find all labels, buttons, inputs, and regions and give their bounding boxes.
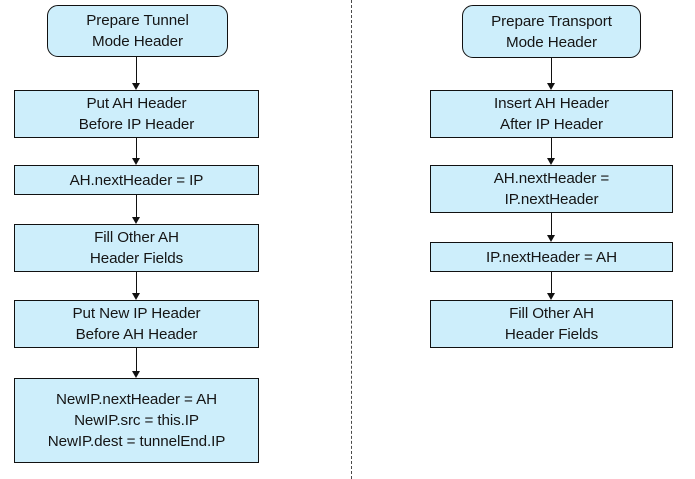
node-tunnel-start: Prepare Tunnel Mode Header	[47, 5, 228, 57]
column-divider	[351, 0, 352, 479]
node-label-tunnel-step-1: Put AH Header Before IP Header	[78, 95, 195, 133]
arrow-tunnel-start-to-step-1	[136, 57, 137, 85]
node-label-tunnel-start: Prepare Tunnel Mode Header	[86, 12, 189, 50]
node-tunnel-step-3: Fill Other AH Header Fields	[14, 224, 259, 272]
node-tunnel-step-1: Put AH Header Before IP Header	[14, 90, 259, 138]
node-label-tunnel-step-3: Fill Other AH Header Fields	[89, 229, 184, 267]
arrow-tunnel-step-1-to-step-2	[136, 138, 137, 160]
arrow-transport-start-to-step-1-head	[547, 83, 555, 90]
node-transport-start: Prepare Transport Mode Header	[462, 5, 641, 58]
node-transport-step-1: Insert AH Header After IP Header	[430, 90, 673, 138]
node-tunnel-step-2: AH.nextHeader = IP	[14, 165, 259, 195]
node-transport-step-3: IP.nextHeader = AH	[430, 242, 673, 272]
arrow-transport-step-2-to-step-3	[551, 213, 552, 237]
arrow-transport-step-3-to-step-4	[551, 272, 552, 295]
node-label-transport-start: Prepare Transport Mode Header	[491, 12, 612, 51]
arrow-transport-step-1-to-step-2-head	[547, 158, 555, 165]
arrow-tunnel-step-1-to-step-2-head	[132, 158, 140, 165]
node-tunnel-step-5: NewIP.nextHeader = AH NewIP.src = this.I…	[14, 378, 259, 463]
arrow-tunnel-start-to-step-1-head	[132, 83, 140, 90]
node-label-transport-step-4: Fill Other AH Header Fields	[504, 305, 599, 343]
node-transport-step-2: AH.nextHeader = IP.nextHeader	[430, 165, 673, 213]
arrow-tunnel-step-3-to-step-4-head	[132, 293, 140, 300]
node-label-transport-step-2: AH.nextHeader = IP.nextHeader	[493, 170, 610, 208]
node-transport-step-4: Fill Other AH Header Fields	[430, 300, 673, 348]
node-label-transport-step-3: IP.nextHeader = AH	[486, 248, 617, 266]
node-tunnel-step-4: Put New IP Header Before AH Header	[14, 300, 259, 348]
arrow-transport-step-1-to-step-2	[551, 138, 552, 160]
node-label-tunnel-step-4: Put New IP Header Before AH Header	[72, 305, 201, 343]
node-label-tunnel-step-2: AH.nextHeader = IP	[69, 171, 204, 189]
arrow-tunnel-step-3-to-step-4	[136, 272, 137, 295]
node-label-transport-step-1: Insert AH Header After IP Header	[494, 95, 609, 133]
node-label-tunnel-step-5: NewIP.nextHeader = AH NewIP.src = this.I…	[47, 391, 226, 450]
arrow-tunnel-step-2-to-step-3-head	[132, 217, 140, 224]
arrow-tunnel-step-2-to-step-3	[136, 195, 137, 219]
arrow-tunnel-step-4-to-step-5-head	[132, 371, 140, 378]
arrow-tunnel-step-4-to-step-5	[136, 348, 137, 373]
arrow-transport-step-2-to-step-3-head	[547, 235, 555, 242]
arrow-transport-start-to-step-1	[551, 58, 552, 85]
arrow-transport-step-3-to-step-4-head	[547, 293, 555, 300]
